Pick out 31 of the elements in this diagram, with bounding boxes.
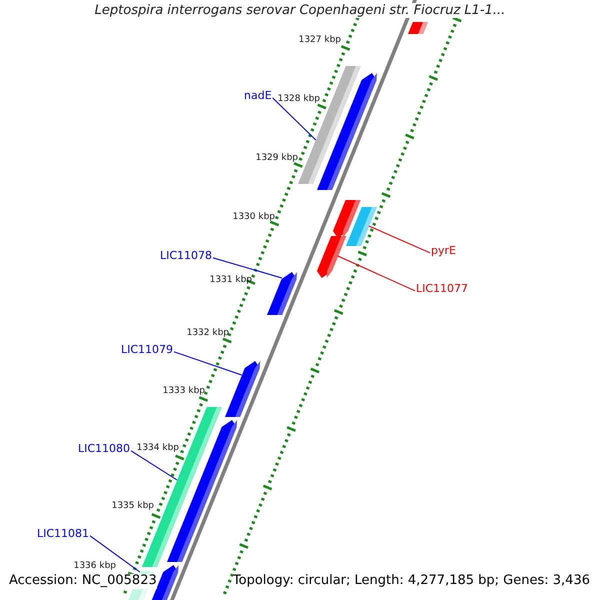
gene-label: pyrE xyxy=(431,245,456,258)
genome-summary-text: Topology: circular; Length: 4,277,185 bp; Genes: 3,436 xyxy=(232,574,590,589)
scale-label: 1328 kbp xyxy=(278,94,320,104)
scale-label: 1330 kbp xyxy=(232,212,275,222)
leader-line xyxy=(368,226,430,254)
gene-block xyxy=(316,236,346,278)
leader-line xyxy=(90,535,140,572)
scale-label: 1334 kbp xyxy=(136,443,179,454)
gene-label: LIC11080 xyxy=(78,443,130,456)
gene-label: LIC11078 xyxy=(160,250,212,263)
gene-block xyxy=(346,207,377,246)
leader-line xyxy=(174,351,242,376)
scale-label: 1333 kbp xyxy=(162,386,205,396)
gene-block xyxy=(408,22,428,34)
leader-line xyxy=(337,256,416,292)
scale-label: 1327 kbp xyxy=(298,35,341,46)
leader-line xyxy=(272,97,316,140)
gene-label: LIC11081 xyxy=(37,528,90,541)
scale-label: 1336 kbp xyxy=(74,561,116,572)
leader-line xyxy=(130,450,178,480)
gene-label: LIC11077 xyxy=(416,283,468,296)
scale-label: 1332 kbp xyxy=(186,328,229,338)
gene-block xyxy=(224,361,260,417)
scale-label: 1335 kbp xyxy=(112,501,154,512)
gene-label: LIC11079 xyxy=(121,344,174,357)
scale-label: 1329 kbp xyxy=(256,153,298,164)
gene-label: nadE xyxy=(244,90,272,103)
accession-text: Accession: NC_005823 xyxy=(9,574,157,589)
scale-label: 1331 kbp xyxy=(210,275,252,286)
gene-block xyxy=(266,272,296,315)
leader-line xyxy=(212,257,282,278)
